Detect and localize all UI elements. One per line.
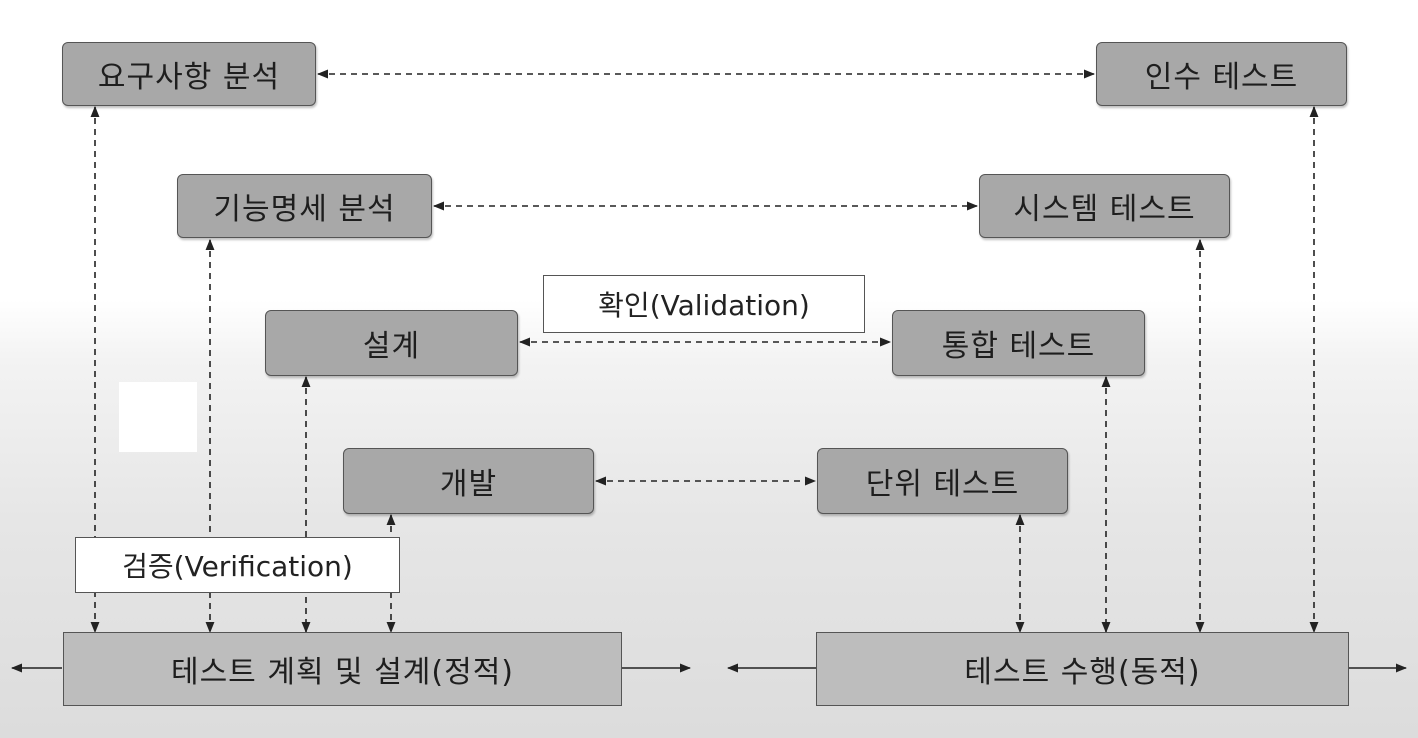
validation-label: 확인(Validation) (543, 275, 865, 333)
stage-integration-test: 통합 테스트 (892, 310, 1145, 376)
verification-label: 검증(Verification) (75, 537, 400, 593)
static-test-planning-bar: 테스트 계획 및 설계(정적) (63, 632, 622, 706)
stage-acceptance-test: 인수 테스트 (1096, 42, 1347, 106)
stage-design: 설계 (265, 310, 518, 376)
stage-development: 개발 (343, 448, 594, 514)
blank-patch (119, 382, 197, 452)
stage-requirements-analysis: 요구사항 분석 (62, 42, 316, 106)
dynamic-test-execution-bar: 테스트 수행(동적) (816, 632, 1349, 706)
stage-system-test: 시스템 테스트 (979, 174, 1230, 238)
stage-unit-test: 단위 테스트 (817, 448, 1068, 514)
stage-functional-spec-analysis: 기능명세 분석 (177, 174, 432, 238)
